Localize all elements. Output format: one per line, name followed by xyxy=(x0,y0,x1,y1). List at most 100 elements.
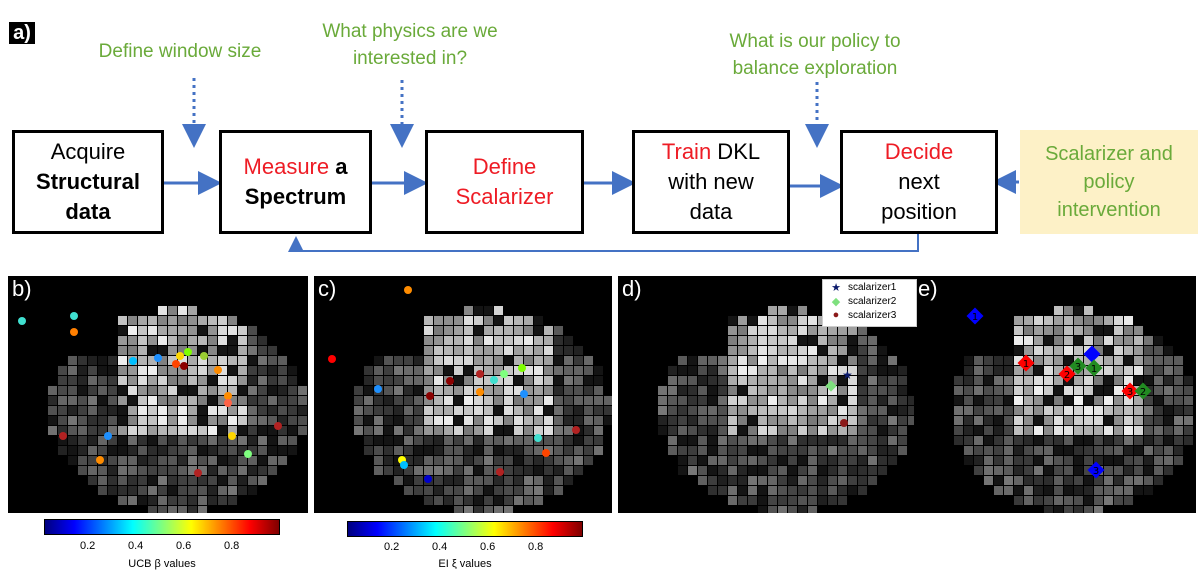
image-pixel xyxy=(1004,416,1013,425)
image-pixel xyxy=(108,456,117,465)
image-pixel xyxy=(384,366,393,375)
image-pixel xyxy=(1114,466,1123,475)
panel-c-image xyxy=(354,306,612,513)
image-pixel xyxy=(138,366,147,375)
image-pixel xyxy=(1114,426,1123,435)
image-pixel xyxy=(698,356,707,365)
image-pixel xyxy=(228,436,237,445)
image-pixel xyxy=(524,346,533,355)
image-pixel xyxy=(594,436,603,445)
image-pixel xyxy=(984,386,993,395)
image-pixel xyxy=(188,456,197,465)
image-pixel xyxy=(208,376,217,385)
image-pixel xyxy=(1114,346,1123,355)
image-pixel xyxy=(278,456,287,465)
image-pixel xyxy=(778,316,787,325)
measurement-point xyxy=(176,352,184,360)
image-pixel xyxy=(1144,336,1153,345)
image-pixel xyxy=(118,376,127,385)
image-pixel xyxy=(504,406,513,415)
measurement-point xyxy=(18,317,26,325)
image-pixel xyxy=(1114,406,1123,415)
image-pixel xyxy=(604,416,612,425)
image-pixel xyxy=(768,416,777,425)
image-pixel xyxy=(434,386,443,395)
image-pixel xyxy=(188,306,197,315)
image-pixel xyxy=(238,326,247,335)
image-pixel xyxy=(48,386,57,395)
image-pixel xyxy=(708,416,717,425)
image-pixel xyxy=(584,446,593,455)
image-pixel xyxy=(738,356,747,365)
image-pixel xyxy=(1094,436,1103,445)
image-pixel xyxy=(1124,456,1133,465)
image-pixel xyxy=(1094,496,1103,505)
image-pixel xyxy=(848,406,857,415)
image-pixel xyxy=(414,446,423,455)
image-pixel xyxy=(838,426,847,435)
image-pixel xyxy=(1094,376,1103,385)
image-pixel xyxy=(168,386,177,395)
image-pixel xyxy=(158,316,167,325)
image-pixel xyxy=(504,506,513,513)
image-pixel xyxy=(1034,436,1043,445)
image-pixel xyxy=(888,386,897,395)
image-pixel xyxy=(984,356,993,365)
image-pixel xyxy=(218,336,227,345)
measurement-point xyxy=(476,388,484,396)
image-pixel xyxy=(88,356,97,365)
image-pixel xyxy=(878,436,887,445)
image-pixel xyxy=(838,466,847,475)
image-pixel xyxy=(514,446,523,455)
image-pixel xyxy=(208,496,217,505)
image-pixel xyxy=(414,366,423,375)
measurement-point xyxy=(224,392,232,400)
image-pixel xyxy=(1104,496,1113,505)
image-pixel xyxy=(1024,386,1033,395)
image-pixel xyxy=(848,486,857,495)
image-pixel xyxy=(228,326,237,335)
image-pixel xyxy=(514,396,523,405)
image-pixel xyxy=(268,406,277,415)
image-pixel xyxy=(1154,396,1163,405)
image-pixel xyxy=(758,496,767,505)
note-policy-line2: balance exploration xyxy=(732,58,898,79)
image-pixel xyxy=(78,356,87,365)
image-pixel xyxy=(708,426,717,435)
image-pixel xyxy=(1014,496,1023,505)
image-pixel xyxy=(708,486,717,495)
image-pixel xyxy=(158,436,167,445)
image-pixel xyxy=(1154,356,1163,365)
image-pixel xyxy=(594,396,603,405)
image-pixel xyxy=(964,436,973,445)
image-pixel xyxy=(1164,366,1173,375)
image-pixel xyxy=(888,446,897,455)
image-pixel xyxy=(898,376,907,385)
image-pixel xyxy=(688,426,697,435)
image-pixel xyxy=(48,416,57,425)
image-pixel xyxy=(454,396,463,405)
image-pixel xyxy=(258,476,267,485)
image-pixel xyxy=(258,346,267,355)
image-pixel xyxy=(258,366,267,375)
image-pixel xyxy=(788,376,797,385)
image-pixel xyxy=(474,426,483,435)
image-pixel xyxy=(728,376,737,385)
image-pixel xyxy=(158,506,167,513)
image-pixel xyxy=(414,456,423,465)
image-pixel xyxy=(1104,436,1113,445)
image-pixel xyxy=(1064,456,1073,465)
image-pixel xyxy=(248,396,257,405)
image-pixel xyxy=(594,406,603,415)
measurement-point xyxy=(184,348,192,356)
image-pixel xyxy=(658,396,667,405)
image-pixel xyxy=(604,396,612,405)
image-pixel xyxy=(504,436,513,445)
image-pixel xyxy=(718,436,727,445)
image-pixel xyxy=(544,336,553,345)
image-pixel xyxy=(128,416,137,425)
image-pixel xyxy=(464,396,473,405)
image-pixel xyxy=(474,496,483,505)
image-pixel xyxy=(258,406,267,415)
image-pixel xyxy=(208,466,217,475)
